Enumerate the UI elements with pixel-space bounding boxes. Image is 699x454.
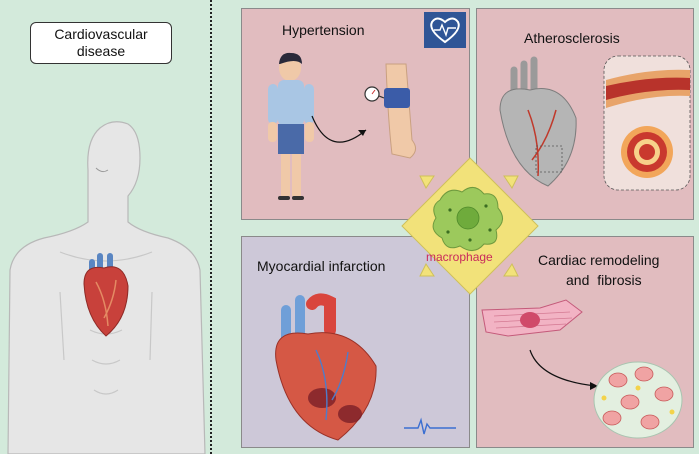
label-myocardial-infarction: Myocardial infarction xyxy=(257,258,386,274)
heart-illustration-small xyxy=(83,253,129,337)
label-cardiac-remodeling: Cardiac remodeling xyxy=(538,252,660,268)
label-atherosclerosis: Atherosclerosis xyxy=(524,30,620,46)
title-text: Cardiovascular disease xyxy=(54,26,148,59)
title-box: Cardiovascular disease xyxy=(30,22,172,64)
fibrosis-tissue-illustration xyxy=(593,361,683,439)
arm-illustration xyxy=(364,63,416,159)
label-macrophage: macrophage xyxy=(426,250,493,264)
heart-monitor-icon xyxy=(424,12,466,48)
macrophage-cell xyxy=(432,187,503,251)
heart-large-illustration xyxy=(275,293,377,441)
arrow-to-fibrosis xyxy=(529,349,597,387)
artery-cross-section xyxy=(603,55,691,191)
label-hypertension: Hypertension xyxy=(282,22,365,38)
dotted-divider xyxy=(210,0,212,454)
person-illustration xyxy=(268,52,314,200)
heart-gray-illustration xyxy=(499,56,577,187)
blood-pressure-cuff-icon xyxy=(384,88,410,108)
arrow-to-arm xyxy=(311,115,367,143)
ecg-wave-icon xyxy=(404,417,456,435)
label-fibrosis: and fibrosis xyxy=(566,272,642,288)
cardiomyocyte-illustration xyxy=(481,299,583,337)
